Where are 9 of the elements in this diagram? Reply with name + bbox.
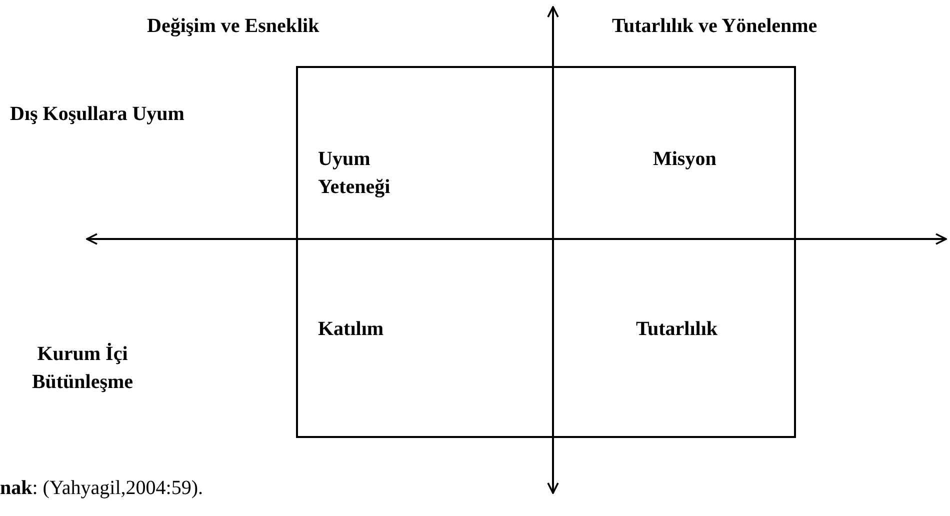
quadrant-label: Katılım — [318, 317, 385, 342]
quadrant-label: Uyum Yeteneği — [318, 147, 392, 200]
axis-label: Tutarlılık ve Yönelenme — [612, 14, 818, 39]
axis-label: Değişim ve Esneklik — [147, 14, 320, 39]
axis-label: Dış Koşullara Uyum — [10, 102, 186, 127]
source-caption: nak: (Yahyagil,2004:59). — [0, 476, 203, 501]
quadrant-label: Misyon — [653, 147, 718, 172]
axis-label: Kurum İçi Bütünleşme — [30, 342, 134, 395]
quadrant-label: Tutarlılık — [636, 317, 719, 342]
